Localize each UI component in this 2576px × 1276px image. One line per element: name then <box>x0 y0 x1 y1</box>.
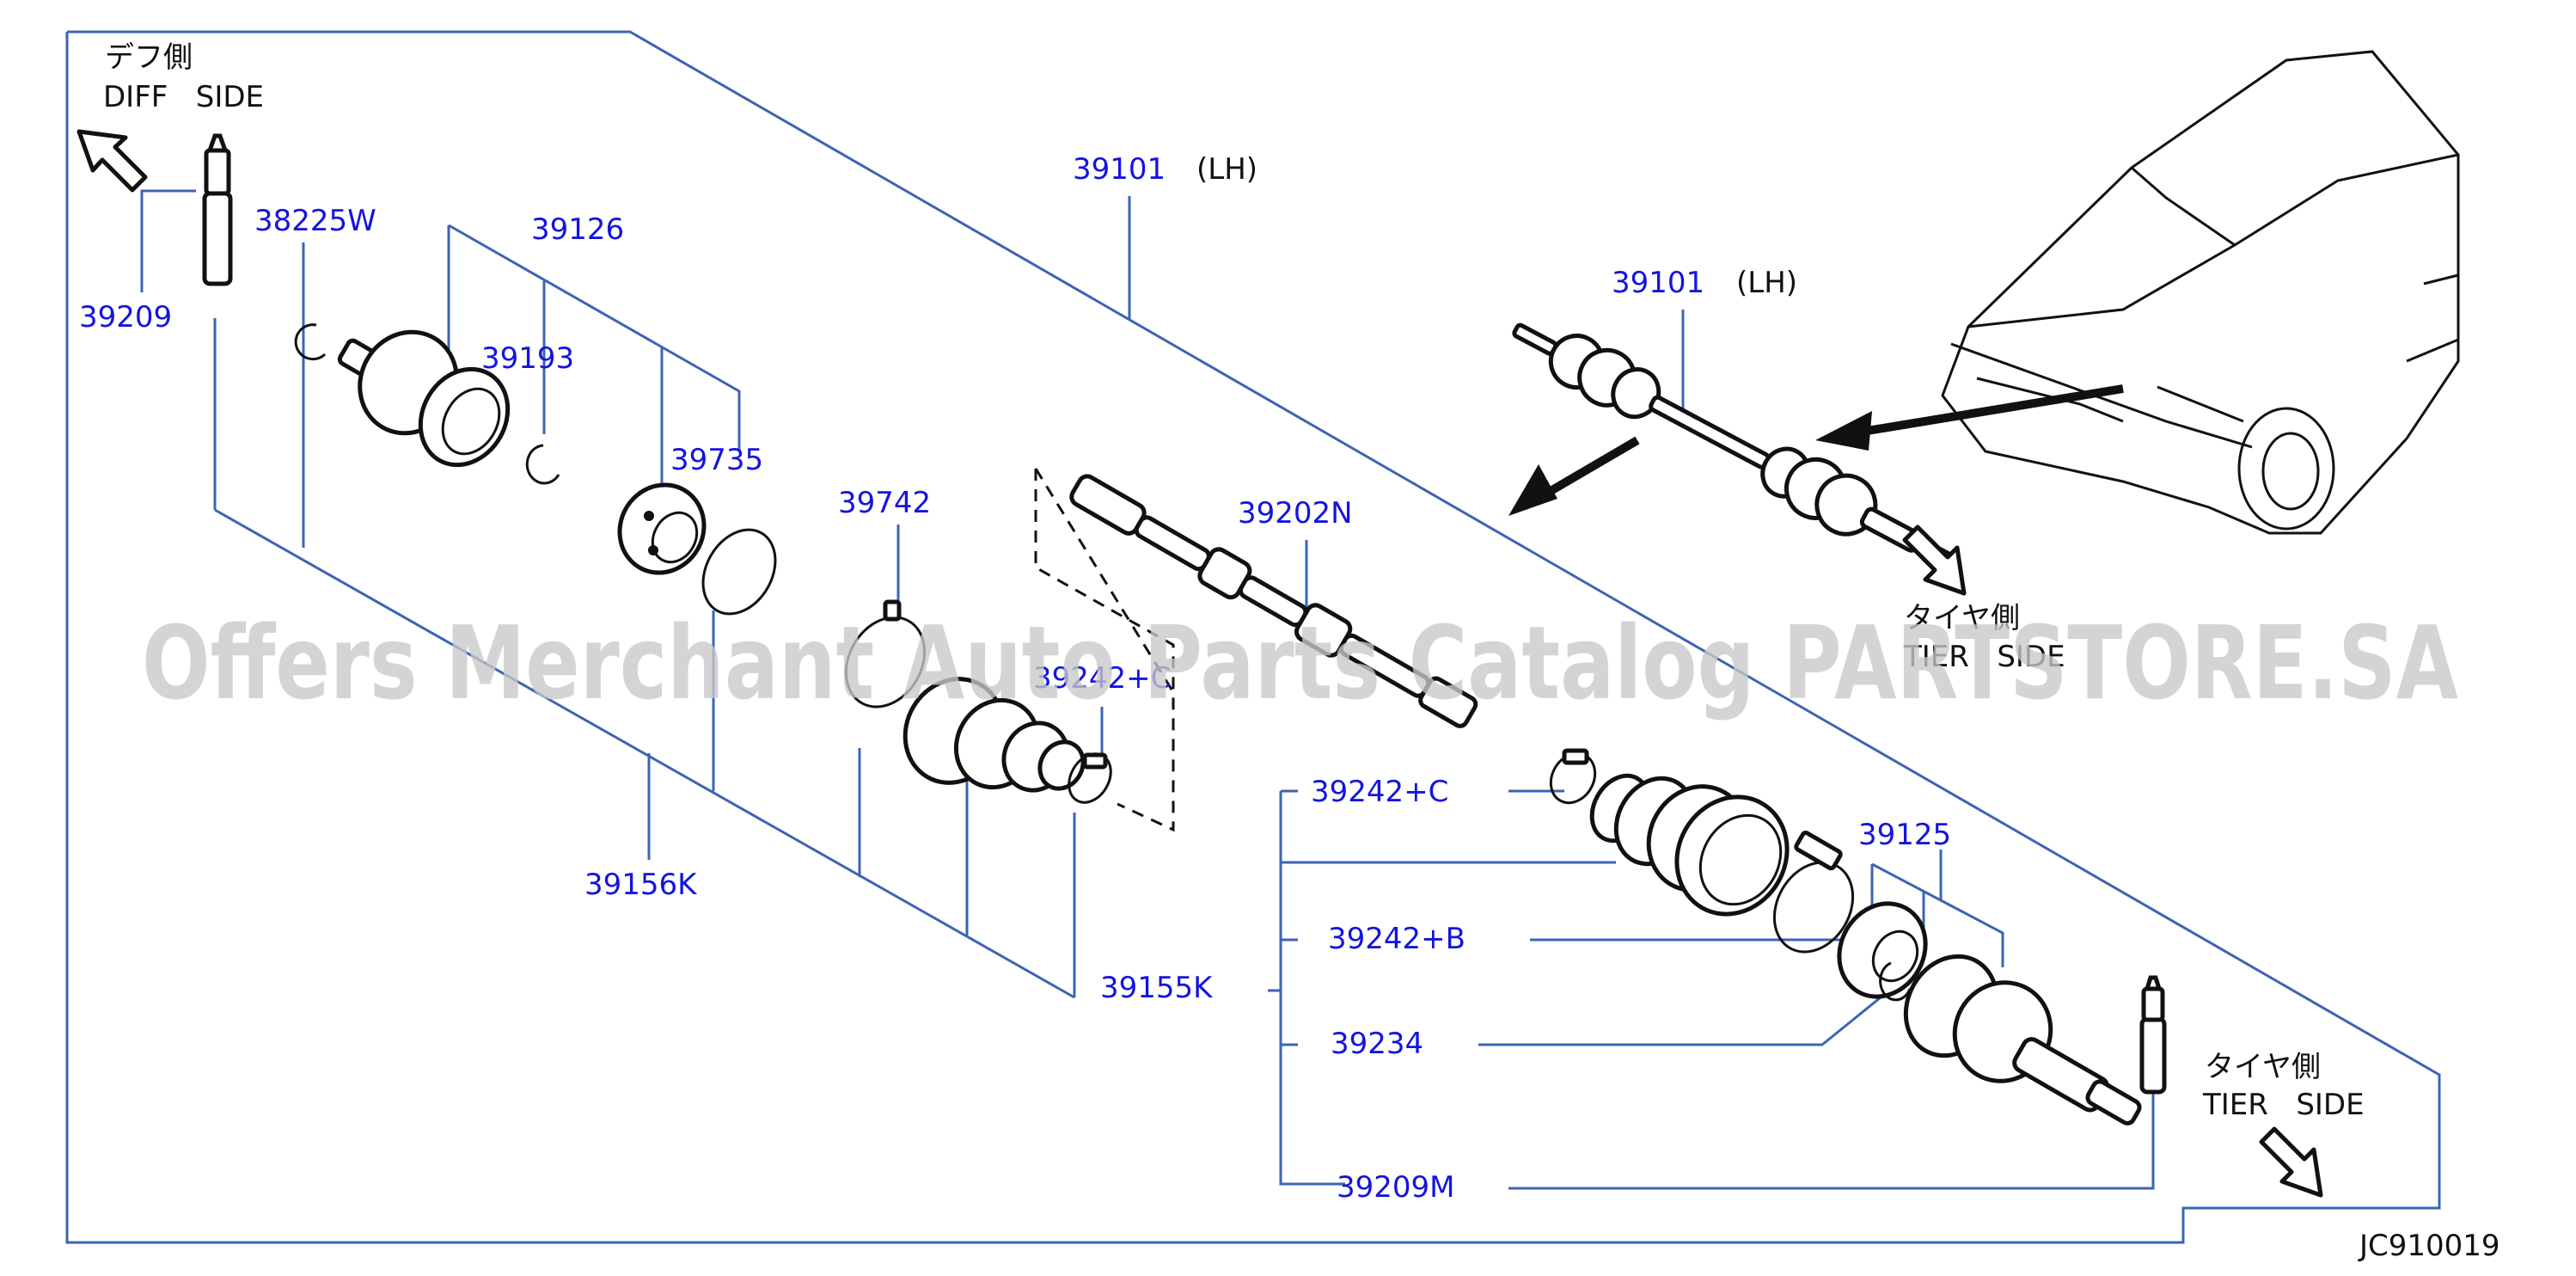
ref-39193: 39193 <box>481 341 574 376</box>
ref-39101: 39101 <box>1073 152 1166 187</box>
ref-39742: 39742 <box>838 486 931 520</box>
part-39234-snap-ring <box>1879 961 1912 1002</box>
ref-39202n: 39202N <box>1238 496 1353 531</box>
ref-39101-small: 39101 <box>1612 266 1704 300</box>
part-39242c-band-right <box>1549 748 1597 805</box>
ref-39735: 39735 <box>670 443 763 477</box>
bracket-right-group <box>1279 791 1345 1186</box>
ref-39234: 39234 <box>1331 1027 1423 1061</box>
bracket-39125-top <box>1871 862 2004 967</box>
part-39209m-grease-tube <box>2139 975 2167 1095</box>
ref-39101-small-lh: (LH) <box>1736 266 1797 300</box>
part-39101-assembly-small <box>1512 322 1952 567</box>
ref-39242b: 39242+B <box>1328 922 1465 956</box>
tire-side-en-label: TIER SIDE <box>1903 640 2065 674</box>
ref-39125: 39125 <box>1858 818 1951 852</box>
part-39125-joint-tire <box>1903 954 2142 1126</box>
ref-38225w: 38225W <box>254 204 376 238</box>
part-39193-bearing-cage <box>617 482 707 575</box>
leader-39156k <box>214 508 1075 999</box>
tire-side-en-label-lower: TIER SIDE <box>2202 1088 2365 1122</box>
ref-39209: 39209 <box>79 300 172 334</box>
leader-39209m-target <box>1508 1092 2155 1190</box>
diff-side-jp-label: デフ側 <box>105 40 193 75</box>
arrow-diff-side-icon <box>76 129 148 193</box>
part-39242b-band-large <box>1772 831 1855 954</box>
arrow-tire-side-icon <box>1902 525 1967 596</box>
diagram-code: JC910019 <box>2358 1229 2500 1263</box>
ref-39101-lh: (LH) <box>1196 152 1257 187</box>
part-39155k-boot-diff <box>903 677 1086 793</box>
part-39193-snap-ring <box>525 444 560 485</box>
leader-39209 <box>140 189 196 292</box>
tire-side-jp-label: タイヤ側 <box>1904 601 2020 635</box>
ref-39155k: 39155K <box>1100 971 1214 1005</box>
ref-39242c-mid: 39242+C <box>1033 661 1171 696</box>
ref-39209m: 39209M <box>1337 1170 1455 1205</box>
part-39742-band <box>844 599 927 709</box>
arrow-location-icon <box>1815 384 2124 451</box>
part-39202n-shaft <box>1069 474 1478 728</box>
part-39209-grease-tube <box>202 133 233 286</box>
shaft-dashed-outline <box>1034 469 1175 832</box>
arrow-tire-side-lower-icon <box>2259 1126 2323 1198</box>
watermark-text: Offers Merchant Auto Parts Catalog PARTS… <box>142 604 2458 722</box>
ref-39242c: 39242+C <box>1311 775 1448 809</box>
part-boot-tire-side <box>1589 773 1790 917</box>
part-39126-joint-diff <box>337 329 511 468</box>
part-39735-ring <box>701 528 777 616</box>
diagram-boundary <box>65 30 2441 1244</box>
part-bearing-cage-tire <box>1837 901 1928 999</box>
ref-39126: 39126 <box>531 212 624 247</box>
tire-side-jp-label-lower: タイヤ側 <box>2205 1050 2321 1084</box>
shaft-dashed-top <box>1034 468 1175 693</box>
diff-side-en-label: DIFF SIDE <box>103 80 264 114</box>
arrow-zoom-icon <box>1508 436 1640 516</box>
vehicle-outline-icon <box>1941 50 2460 535</box>
part-39242c-band-mid <box>1068 752 1112 804</box>
bracket-39126-top <box>448 224 741 451</box>
ref-39156k: 39156K <box>584 868 698 902</box>
part-38225w-snap-ring <box>294 323 327 361</box>
